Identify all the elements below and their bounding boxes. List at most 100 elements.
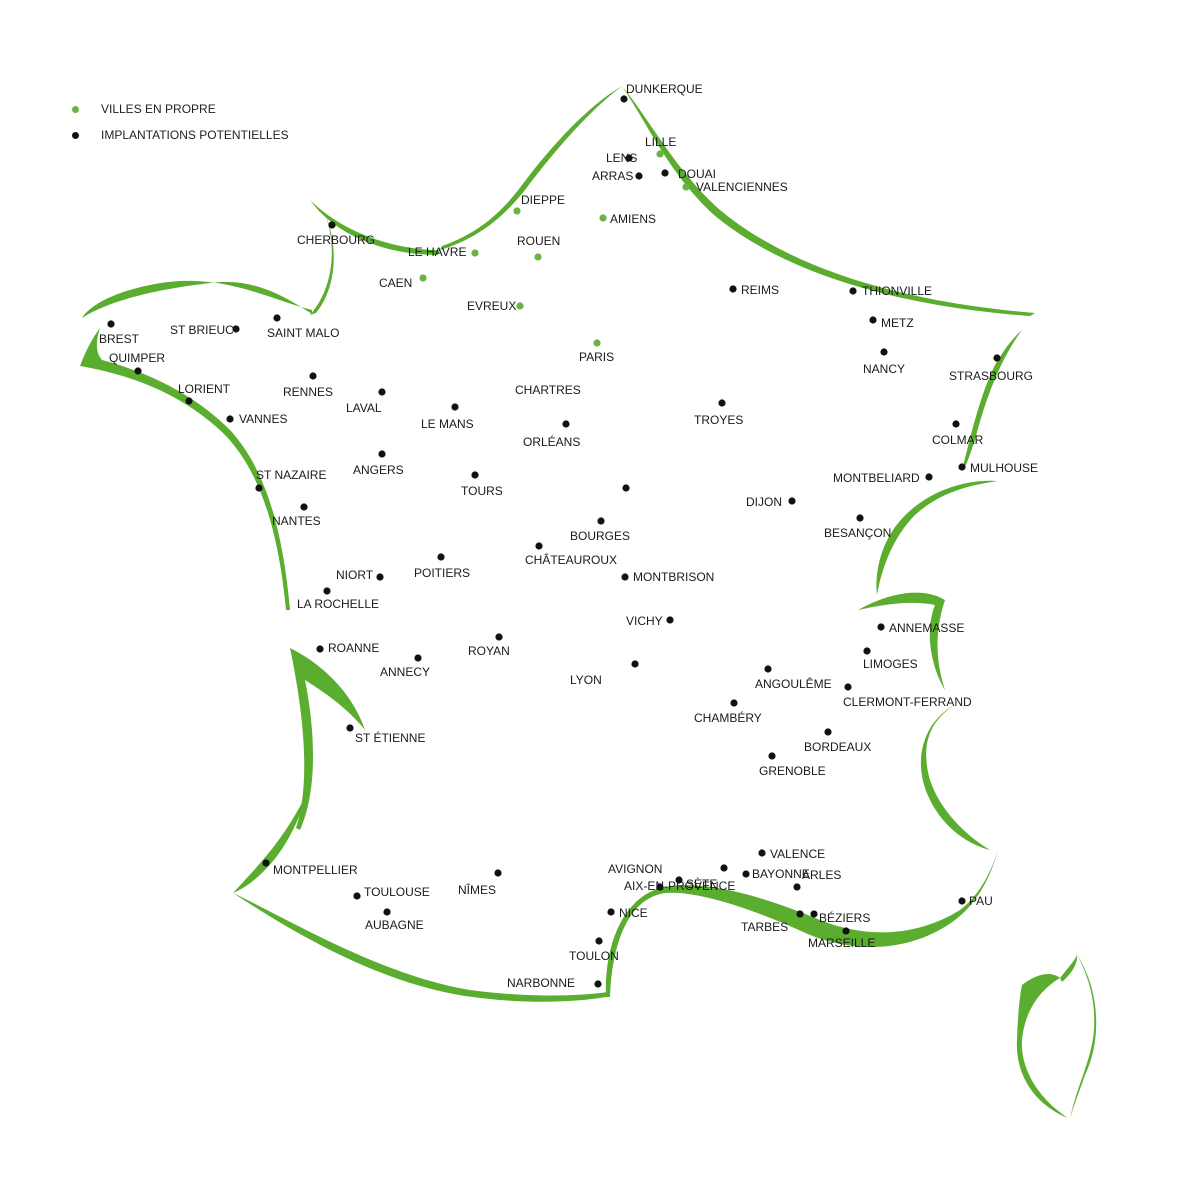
- city-label-beziers: BÉZIERS: [819, 910, 870, 925]
- city-label-angers: ANGERS: [353, 463, 404, 477]
- city-dot-montbrison: [621, 573, 629, 581]
- city-label-dijon: DIJON: [746, 495, 782, 509]
- city-label-mulhouse: MULHOUSE: [970, 461, 1038, 475]
- border-north-east: [622, 86, 1035, 316]
- city-dot-brest: [107, 320, 115, 328]
- city-label-tarbes: TARBES: [741, 920, 788, 934]
- city-label-st-etienne: ST ÉTIENNE: [355, 730, 425, 745]
- city-dot-arles: [793, 883, 801, 891]
- city-dot-toulouse: [353, 892, 361, 900]
- city-dot-valence: [758, 849, 766, 857]
- city-label-montpellier: MONTPELLIER: [273, 863, 358, 877]
- city-label-metz: METZ: [881, 316, 914, 330]
- city-dot-nantes: [300, 503, 308, 511]
- city-dot-cherbourg: [328, 221, 336, 229]
- city-dot-paris: [593, 339, 601, 347]
- map-legend: VILLES EN PROPRE IMPLANTATIONS POTENTIEL…: [72, 96, 289, 148]
- city-dot-niort: [376, 573, 384, 581]
- city-dot-roanne: [316, 645, 324, 653]
- city-label-troyes: TROYES: [694, 413, 743, 427]
- city-dot-orleans: [562, 420, 570, 428]
- city-label-arles: ARLES: [802, 868, 841, 882]
- city-dot-amiens: [599, 214, 607, 222]
- city-label-strasbourg: STRASBOURG: [949, 369, 1033, 383]
- city-label-brest: BREST: [99, 332, 140, 346]
- city-dot-st-brieuc: [232, 325, 240, 333]
- city-dot-chambery: [730, 699, 738, 707]
- city-label-valence: VALENCE: [770, 847, 825, 861]
- city-dot-lyon: [631, 660, 639, 668]
- city-label-cherbourg: CHERBOURG: [297, 233, 375, 247]
- city-dot-douai: [661, 169, 669, 177]
- city-label-bourges: BOURGES: [570, 529, 630, 543]
- border-rhine: [962, 330, 1022, 470]
- city-label-toulon: TOULON: [569, 949, 619, 963]
- city-label-nancy: NANCY: [863, 362, 905, 376]
- city-dot-narbonne: [594, 980, 602, 988]
- border-savoy: [858, 592, 945, 690]
- city-dot-marseille: [842, 927, 850, 935]
- city-dot-rouen: [534, 253, 542, 261]
- city-label-rouen: ROUEN: [517, 234, 560, 248]
- city-label-orleans: ORLÉANS: [523, 434, 580, 449]
- city-label-pau: PAU: [969, 894, 993, 908]
- city-dot-la-rochelle: [323, 587, 331, 595]
- city-label-laval: LAVAL: [346, 401, 382, 415]
- city-label-narbonne: NARBONNE: [507, 976, 575, 990]
- city-dot-clermont-ferrand: [844, 683, 852, 691]
- border-alps: [920, 705, 990, 850]
- city-dot-st-nazaire: [255, 484, 263, 492]
- city-dot-bayonne: [742, 870, 750, 878]
- city-label-royan: ROYAN: [468, 644, 510, 658]
- city-dot-st-etienne: [346, 724, 354, 732]
- coast-cotentin-west: [310, 213, 334, 315]
- city-label-aix-en-provence: AIX-EN-PROVENCE: [624, 879, 735, 893]
- city-label-lille: LILLE: [645, 135, 676, 149]
- city-label-sete: SÈTE: [686, 876, 717, 891]
- city-dot-chateauroux: [535, 542, 543, 550]
- city-label-annecy: ANNECY: [380, 665, 430, 679]
- corsica-tip: [1060, 955, 1078, 982]
- border-pyrenees: [233, 893, 608, 1002]
- city-dot-lorient: [185, 397, 193, 405]
- city-label-paris: PARIS: [579, 350, 614, 364]
- coast-brittany-north: [82, 280, 312, 318]
- city-dot-aubagne: [383, 908, 391, 916]
- city-label-annemasse: ANNEMASSE: [889, 621, 964, 635]
- city-label-colmar: COLMAR: [932, 433, 984, 447]
- city-label-lens: LENS: [606, 151, 637, 165]
- city-label-st-nazaire: ST NAZAIRE: [256, 468, 326, 482]
- city-label-bayonne: BAYONNE: [752, 867, 810, 881]
- coast-north-west: [440, 86, 622, 250]
- city-dot-rennes: [309, 372, 317, 380]
- city-label-thionville: THIONVILLE: [862, 284, 932, 298]
- city-dot-tarbes: [796, 910, 804, 918]
- city-dot-bourges: [597, 517, 605, 525]
- city-label-reims: REIMS: [741, 283, 779, 297]
- city-dot-le-mans: [451, 403, 459, 411]
- city-dot-reims: [729, 285, 737, 293]
- city-label-rennes: RENNES: [283, 385, 333, 399]
- city-label-roanne: ROANNE: [328, 641, 379, 655]
- city-label-le-mans: LE MANS: [421, 417, 474, 431]
- city-label-saint-malo: SAINT MALO: [267, 326, 339, 340]
- city-label-angouleme: ANGOULÊME: [755, 676, 832, 691]
- city-label-chartres: CHARTRES: [515, 383, 581, 397]
- city-dot-dijon: [788, 497, 796, 505]
- city-dot-thionville: [849, 287, 857, 295]
- city-dot-montpellier: [262, 859, 270, 867]
- city-label-amiens: AMIENS: [610, 212, 656, 226]
- legend-own: VILLES EN PROPRE: [72, 96, 289, 122]
- city-dot-dieppe: [513, 207, 521, 215]
- city-label-st-brieuc: ST BRIEUC: [170, 323, 234, 337]
- city-dot-nice: [607, 908, 615, 916]
- city-label-bordeaux: BORDEAUX: [804, 740, 871, 754]
- city-dot-angers: [378, 450, 386, 458]
- city-label-nantes: NANTES: [272, 514, 321, 528]
- city-label-avignon: AVIGNON: [608, 862, 662, 876]
- city-label-toulouse: TOULOUSE: [364, 885, 430, 899]
- city-label-vannes: VANNES: [239, 412, 287, 426]
- city-label-montbrison: MONTBRISON: [633, 570, 714, 584]
